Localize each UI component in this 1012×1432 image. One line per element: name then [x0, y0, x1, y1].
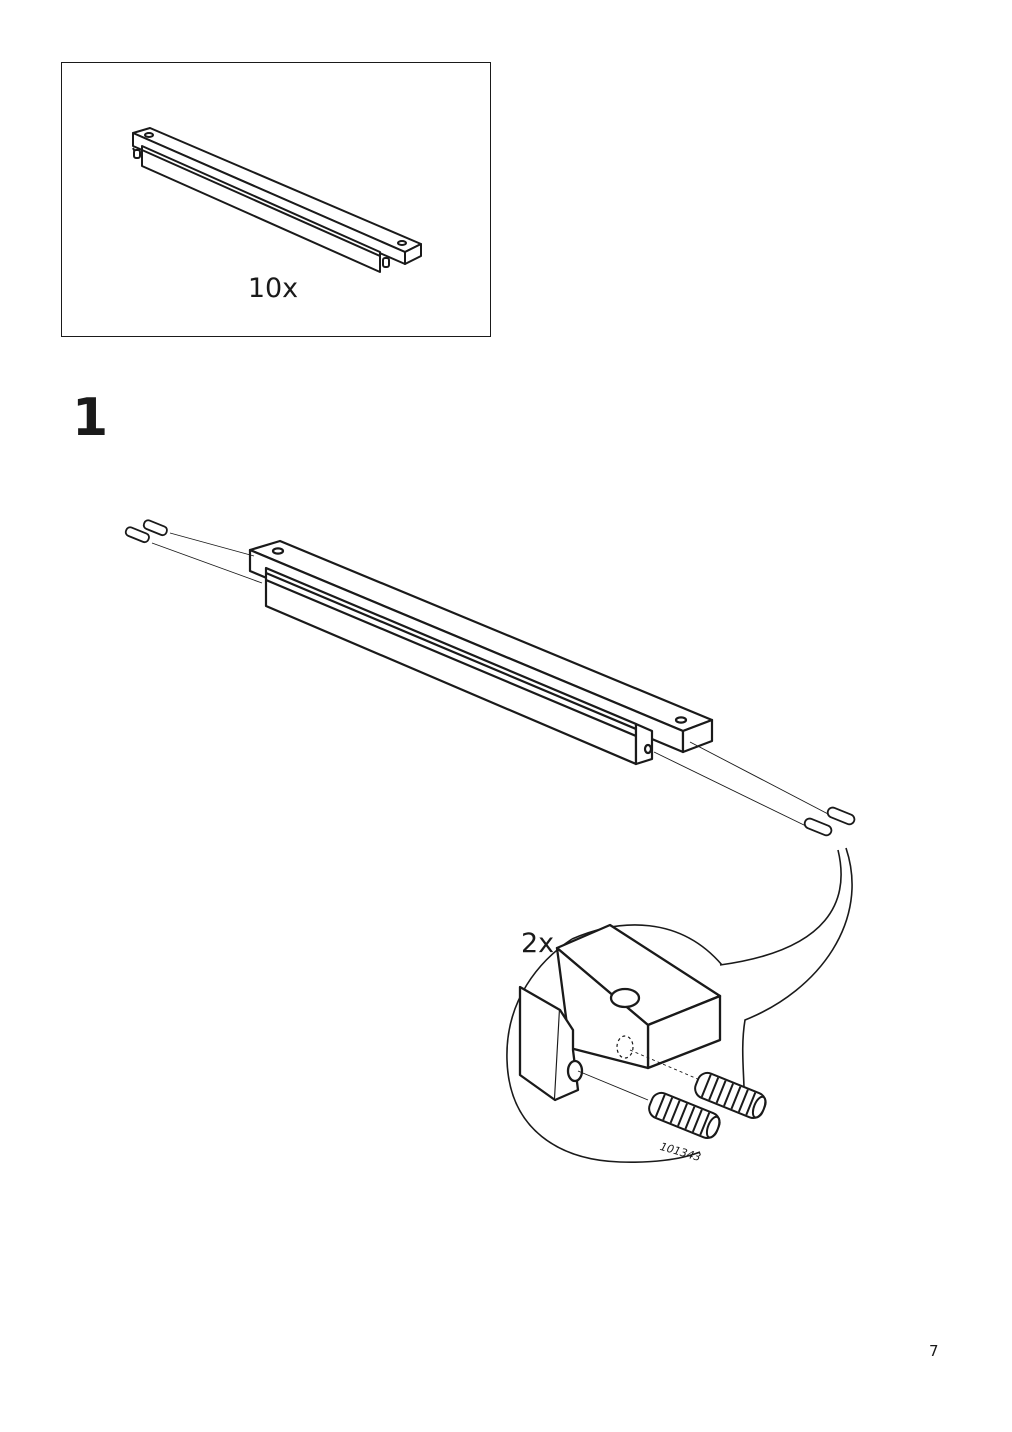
parts-inventory-box: 10x: [61, 62, 491, 337]
parts-quantity: 10x: [62, 273, 490, 304]
wooden-dowel-icon: [125, 519, 169, 543]
assembly-guide-lines: [152, 533, 830, 826]
detail-circle: [507, 925, 722, 1162]
step-number: 1: [72, 388, 109, 448]
detail-callout-leader: [720, 848, 852, 1100]
rail-bar-main: [250, 541, 712, 764]
detail-guide-lines: [578, 1050, 700, 1100]
rail-bar-icon: [133, 128, 421, 272]
wooden-dowel-icon: [646, 1070, 768, 1141]
rail-end-detail: [520, 925, 720, 1100]
detail-quantity: 2x: [521, 928, 555, 959]
parts-quantity-text: 10x: [247, 273, 299, 304]
wooden-dowel-icon: [803, 806, 856, 837]
page-number: 7: [929, 1342, 939, 1360]
